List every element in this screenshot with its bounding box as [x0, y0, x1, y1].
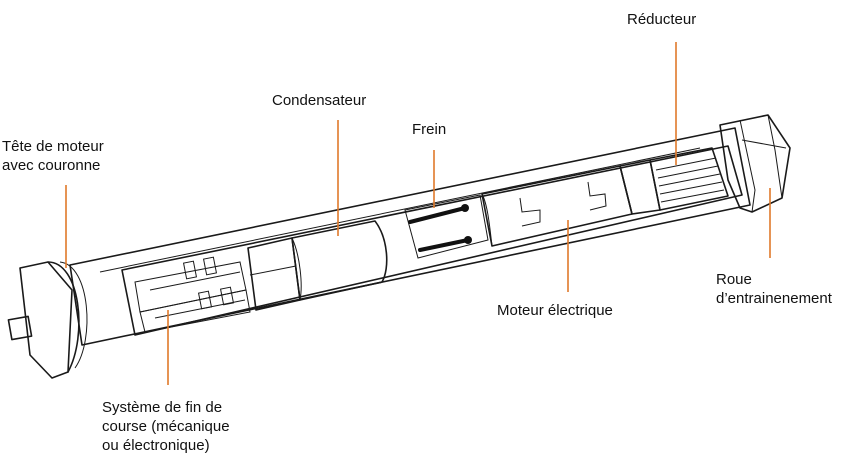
cutaway-window	[121, 145, 743, 336]
capacitor-component	[247, 220, 388, 311]
label-systeme-line3: ou électronique)	[102, 437, 210, 454]
label-reducteur: Réducteur	[627, 11, 697, 28]
motor-head	[7, 261, 88, 379]
label-condensateur: Condensateur	[272, 92, 367, 109]
label-roue-line2: d’entrainenement	[716, 290, 832, 307]
motor-tube	[69, 127, 751, 346]
label-moteur-electrique: Moteur électrique	[497, 302, 613, 319]
label-roue-line1: Roue	[716, 271, 752, 288]
label-frein: Frein	[412, 121, 447, 138]
label-systeme-fin-de-course: Système de fin de course (mécanique ou é…	[102, 398, 230, 455]
leader-lines	[65, 42, 771, 385]
drive-wheel	[719, 114, 791, 213]
brake-component	[404, 194, 489, 259]
label-roue: Roue d’entrainenement	[716, 270, 832, 308]
label-tete-line1: Tête de moteur	[2, 138, 104, 155]
limit-switch-assembly	[134, 256, 251, 333]
label-tete-de-moteur: Tête de moteur avec couronne	[2, 137, 104, 175]
label-systeme-line2: course (mécanique	[102, 418, 230, 435]
gear-reducer-component	[619, 147, 729, 215]
label-tete-line2: avec couronne	[2, 157, 101, 174]
label-systeme-line1: Système de fin de	[102, 399, 223, 416]
